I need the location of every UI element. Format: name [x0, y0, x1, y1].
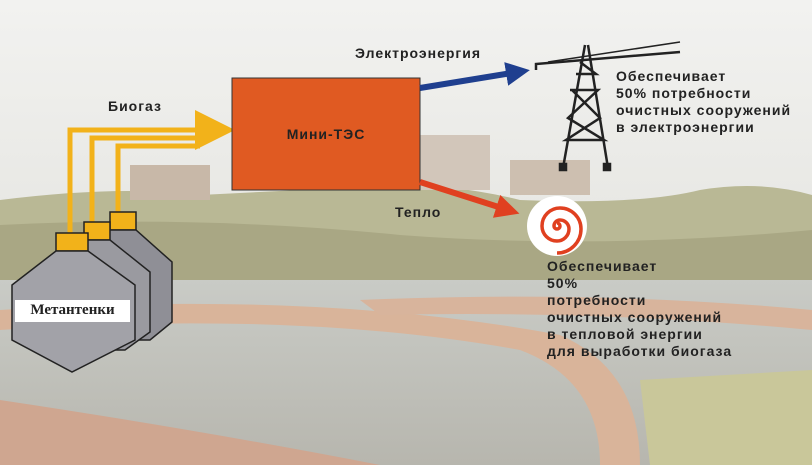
note-line: для выработки биогаза [547, 343, 733, 359]
spiral-heat-icon [527, 196, 587, 256]
note-line: 50% потребности [616, 85, 752, 101]
digesters-label: Метантенки [30, 302, 115, 318]
note-line: 50% [547, 275, 579, 291]
power-transmission-tower-icon [534, 41, 681, 172]
biogas-label: Биогаз [108, 98, 162, 114]
mini-chp-plant-box [231, 77, 421, 191]
digesters-label-box [15, 300, 130, 322]
note-line: потребности [547, 292, 647, 308]
biogas-pipes [67, 127, 200, 235]
digester-tanks [11, 211, 173, 373]
heat-note: Обеспечивает 50% потребности очистных со… [547, 258, 732, 360]
note-line: очистных сооружений [547, 309, 723, 325]
plant-label: Мини-ТЭС [286, 126, 366, 142]
note-line: Обеспечивает [547, 258, 658, 274]
electricity-note: Обеспечивает 50% потребности очистных со… [616, 68, 791, 136]
note-line: в электроэнергии [616, 119, 755, 135]
heat-label: Тепло [395, 204, 442, 220]
note-line: в тепловой энергии [547, 326, 703, 342]
electricity-label: Электроэнергия [355, 45, 482, 61]
heat-arrow [419, 179, 520, 218]
electricity-arrow [419, 62, 530, 91]
note-line: очистных сооружений [616, 102, 792, 118]
note-line: Обеспечивает [616, 68, 727, 84]
